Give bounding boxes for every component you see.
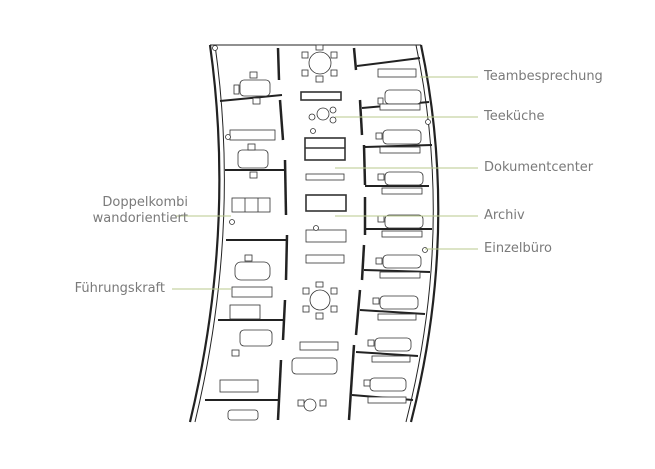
label-doppelkombi: Doppelkombi wandorientiert bbox=[93, 195, 188, 227]
meeting-table-top bbox=[308, 51, 332, 75]
label-archiv: Archiv bbox=[484, 208, 525, 223]
outer-wall-left bbox=[188, 44, 221, 423]
desks-right bbox=[363, 68, 424, 404]
outer-wall-right-inner bbox=[405, 44, 434, 423]
label-einzelbuero: Einzelbüro bbox=[484, 241, 553, 256]
meeting-table-2 bbox=[309, 289, 331, 311]
columns bbox=[212, 45, 431, 253]
label-fuehrungskraft: Führungskraft bbox=[74, 281, 165, 296]
label-doppelkombi-line2: wandorientiert bbox=[92, 211, 188, 226]
desks-left bbox=[219, 71, 276, 421]
label-doppelkombi-line1: Doppelkombi bbox=[102, 195, 188, 210]
label-teambesprechung: Teambesprechung bbox=[484, 69, 603, 84]
label-teekueche: Teeküche bbox=[484, 109, 545, 124]
tea-table bbox=[316, 107, 330, 121]
archive bbox=[305, 194, 347, 212]
document-center bbox=[304, 137, 346, 161]
counter bbox=[300, 91, 342, 101]
leader-lines bbox=[172, 76, 478, 290]
corridor-furniture bbox=[291, 44, 347, 412]
label-dokumentcenter: Dokumentcenter bbox=[484, 160, 594, 175]
outer-wall-right bbox=[409, 44, 440, 423]
room-dividers-left bbox=[205, 94, 286, 401]
outer-wall-left-inner bbox=[194, 44, 225, 423]
